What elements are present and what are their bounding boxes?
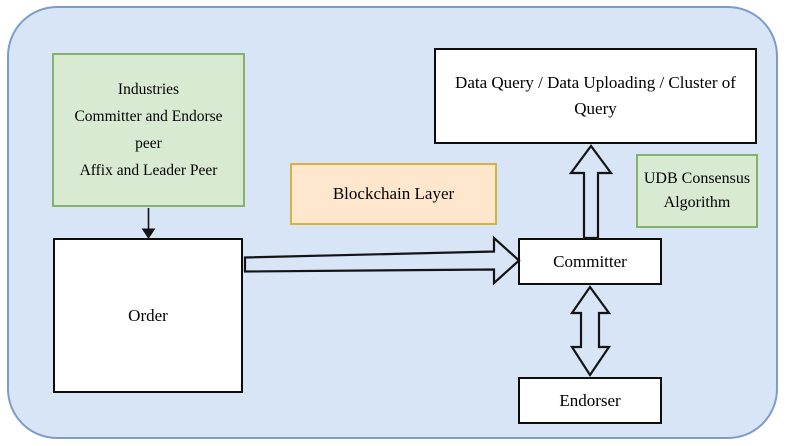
node-industries-line-2: Committer and Endorse	[74, 108, 223, 125]
node-data-query: Data Query / Data Uploading / Cluster of…	[434, 48, 757, 144]
node-committer: Committer	[518, 238, 662, 285]
node-industries-line-1: Industries	[117, 81, 180, 98]
node-industries-peers: Industries Committer and Endorse peer Af…	[52, 53, 245, 207]
node-committer-label: Committer	[553, 251, 627, 271]
node-endorser: Endorser	[518, 377, 662, 424]
node-udb-consensus-label: UDB Consensus Algorithm	[643, 170, 751, 211]
node-udb-consensus: UDB Consensus Algorithm	[636, 154, 758, 228]
node-blockchain-layer: Blockchain Layer	[290, 163, 497, 225]
node-industries-line-3: peer	[135, 135, 162, 152]
node-blockchain-layer-label: Blockchain Layer	[332, 184, 455, 203]
node-data-query-label: Data Query / Data Uploading / Cluster of…	[455, 73, 736, 118]
node-endorser-label: Endorser	[559, 390, 621, 410]
node-order: Order	[53, 238, 243, 393]
node-industries-line-4: Affix and Leader Peer	[79, 162, 218, 179]
node-order-label: Order	[128, 305, 168, 325]
